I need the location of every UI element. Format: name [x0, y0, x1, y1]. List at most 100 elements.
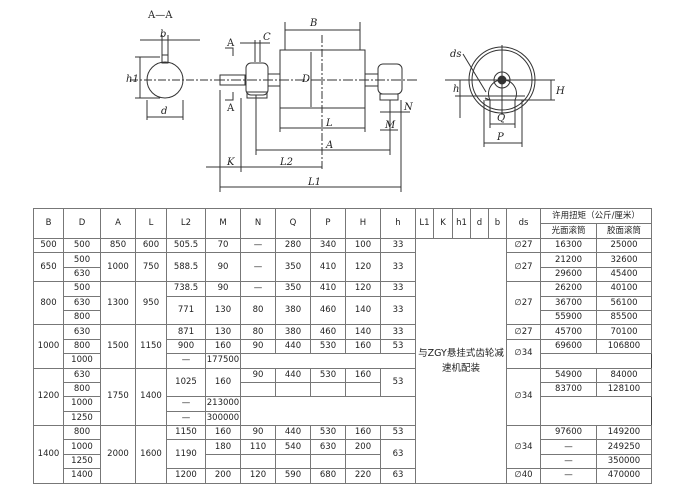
cell-ds: ∅27 [506, 237, 541, 254]
cell-torque-rubber: 350000 [596, 453, 652, 470]
cell-H: 160 [345, 367, 381, 383]
label-L1: L1 [307, 177, 321, 188]
cell-N: — [240, 237, 276, 254]
label-h1: h1 [126, 74, 139, 85]
cell-H: 100 [345, 237, 381, 254]
cell-P: 680 [310, 468, 346, 484]
cell-L2: 1190 [166, 439, 206, 470]
cell-H [345, 453, 381, 470]
label-C: C [263, 32, 271, 43]
cell-h: 63 [380, 468, 416, 484]
cell-h: 33 [380, 252, 416, 283]
cell-torque-rubber: 128100 [596, 381, 652, 398]
cell-D: 500 [63, 237, 101, 254]
cell-Q: 440 [275, 367, 311, 383]
table-row: 1000—213000 [34, 396, 652, 412]
cell-torque-plain: — [166, 410, 206, 427]
torque-subheader: 胶面滚筒 [596, 223, 652, 239]
cell-H: 220 [345, 468, 381, 484]
cell-torque-rubber: 56100 [596, 295, 652, 311]
cell-A: 850 [100, 237, 136, 254]
cell-ds: ∅34 [506, 367, 541, 427]
cell-M: 130 [205, 324, 241, 340]
cell-M: 90 [205, 252, 241, 283]
cell-N: — [240, 281, 276, 297]
label-b: b [160, 29, 166, 40]
cell-D: 1250 [63, 453, 101, 470]
label-A-dim: A [325, 140, 333, 151]
cell-h: 33 [380, 237, 416, 254]
cell-L: 1600 [135, 425, 167, 484]
cell-torque-plain: 21200 [540, 252, 597, 268]
cell-ds: ∅27 [506, 281, 541, 326]
column-header-P: P [310, 208, 346, 239]
cell-D: 500 [63, 252, 101, 268]
cell-D: 630 [63, 266, 101, 283]
cell-P: 460 [310, 324, 346, 340]
cell-h: 33 [380, 281, 416, 297]
cell-N: 80 [240, 295, 276, 326]
cell-L: 750 [135, 252, 167, 283]
cell-P: 340 [310, 237, 346, 254]
cell-M: 70 [205, 237, 241, 254]
cell-N: — [240, 252, 276, 283]
roller-technical-drawing: A—A b h1 d B C A A D L A [126, 10, 565, 192]
cell-M: 130 [205, 295, 241, 326]
cell-B: 800 [33, 281, 64, 326]
cell-M: 160 [205, 367, 241, 398]
column-header-ds: ds [506, 208, 541, 239]
cell-L: 600 [135, 237, 167, 254]
torque-header: 许用扭矩（公斤/厘米） [540, 208, 652, 224]
column-header-D: D [63, 208, 101, 239]
cell-D: 1000 [63, 353, 101, 369]
column-header-d: d [470, 208, 489, 239]
cell-L2: 588.5 [166, 252, 206, 283]
cell-M: 160 [205, 338, 241, 355]
cell-D: 1400 [63, 468, 101, 484]
cell-torque-plain: — [166, 353, 206, 369]
column-header-N: N [240, 208, 276, 239]
cell-P: 530 [310, 425, 346, 441]
cell-M: 200 [205, 468, 241, 484]
cell-torque-plain: 45700 [540, 324, 597, 340]
cell-L2: 1025 [166, 367, 206, 398]
cell-N [240, 381, 276, 398]
cell-torque-plain: — [540, 453, 597, 470]
cell-A: 1750 [100, 367, 136, 427]
section-title: A—A [147, 10, 173, 21]
cell-D: 630 [63, 367, 101, 383]
cell-torque-rubber: 106800 [596, 338, 652, 355]
cell-A: 1500 [100, 324, 136, 369]
column-header-M: M [205, 208, 241, 239]
cell-M: 180 [205, 439, 241, 455]
cell-L: 1400 [135, 367, 167, 427]
cell-ds: ∅34 [506, 425, 541, 470]
cell-L2: 1150 [166, 425, 206, 441]
cell-Q: 540 [275, 439, 311, 455]
cell-L: 950 [135, 281, 167, 326]
label-D: D [301, 74, 310, 85]
cell-h: 53 [380, 367, 416, 398]
cell-Q: 440 [275, 425, 311, 441]
cell-M: 160 [205, 425, 241, 441]
label-N: N [403, 102, 414, 113]
cell-Q [275, 381, 311, 398]
label-M: M [384, 120, 396, 131]
label-h: h [453, 84, 459, 95]
cell-H: 140 [345, 295, 381, 326]
side-view: ds h H Q P [445, 45, 565, 147]
cell-torque-plain: 69600 [540, 338, 597, 355]
cell-torque-plain: 83700 [540, 381, 597, 398]
cell-H: 160 [345, 338, 381, 355]
cell-torque-rubber: 32600 [596, 252, 652, 268]
column-header-b: b [488, 208, 507, 239]
reducer-note: 与ZGY悬挂式齿轮减速机配装 [415, 238, 507, 484]
cell-Q: 380 [275, 324, 311, 340]
cell-N: 80 [240, 324, 276, 340]
